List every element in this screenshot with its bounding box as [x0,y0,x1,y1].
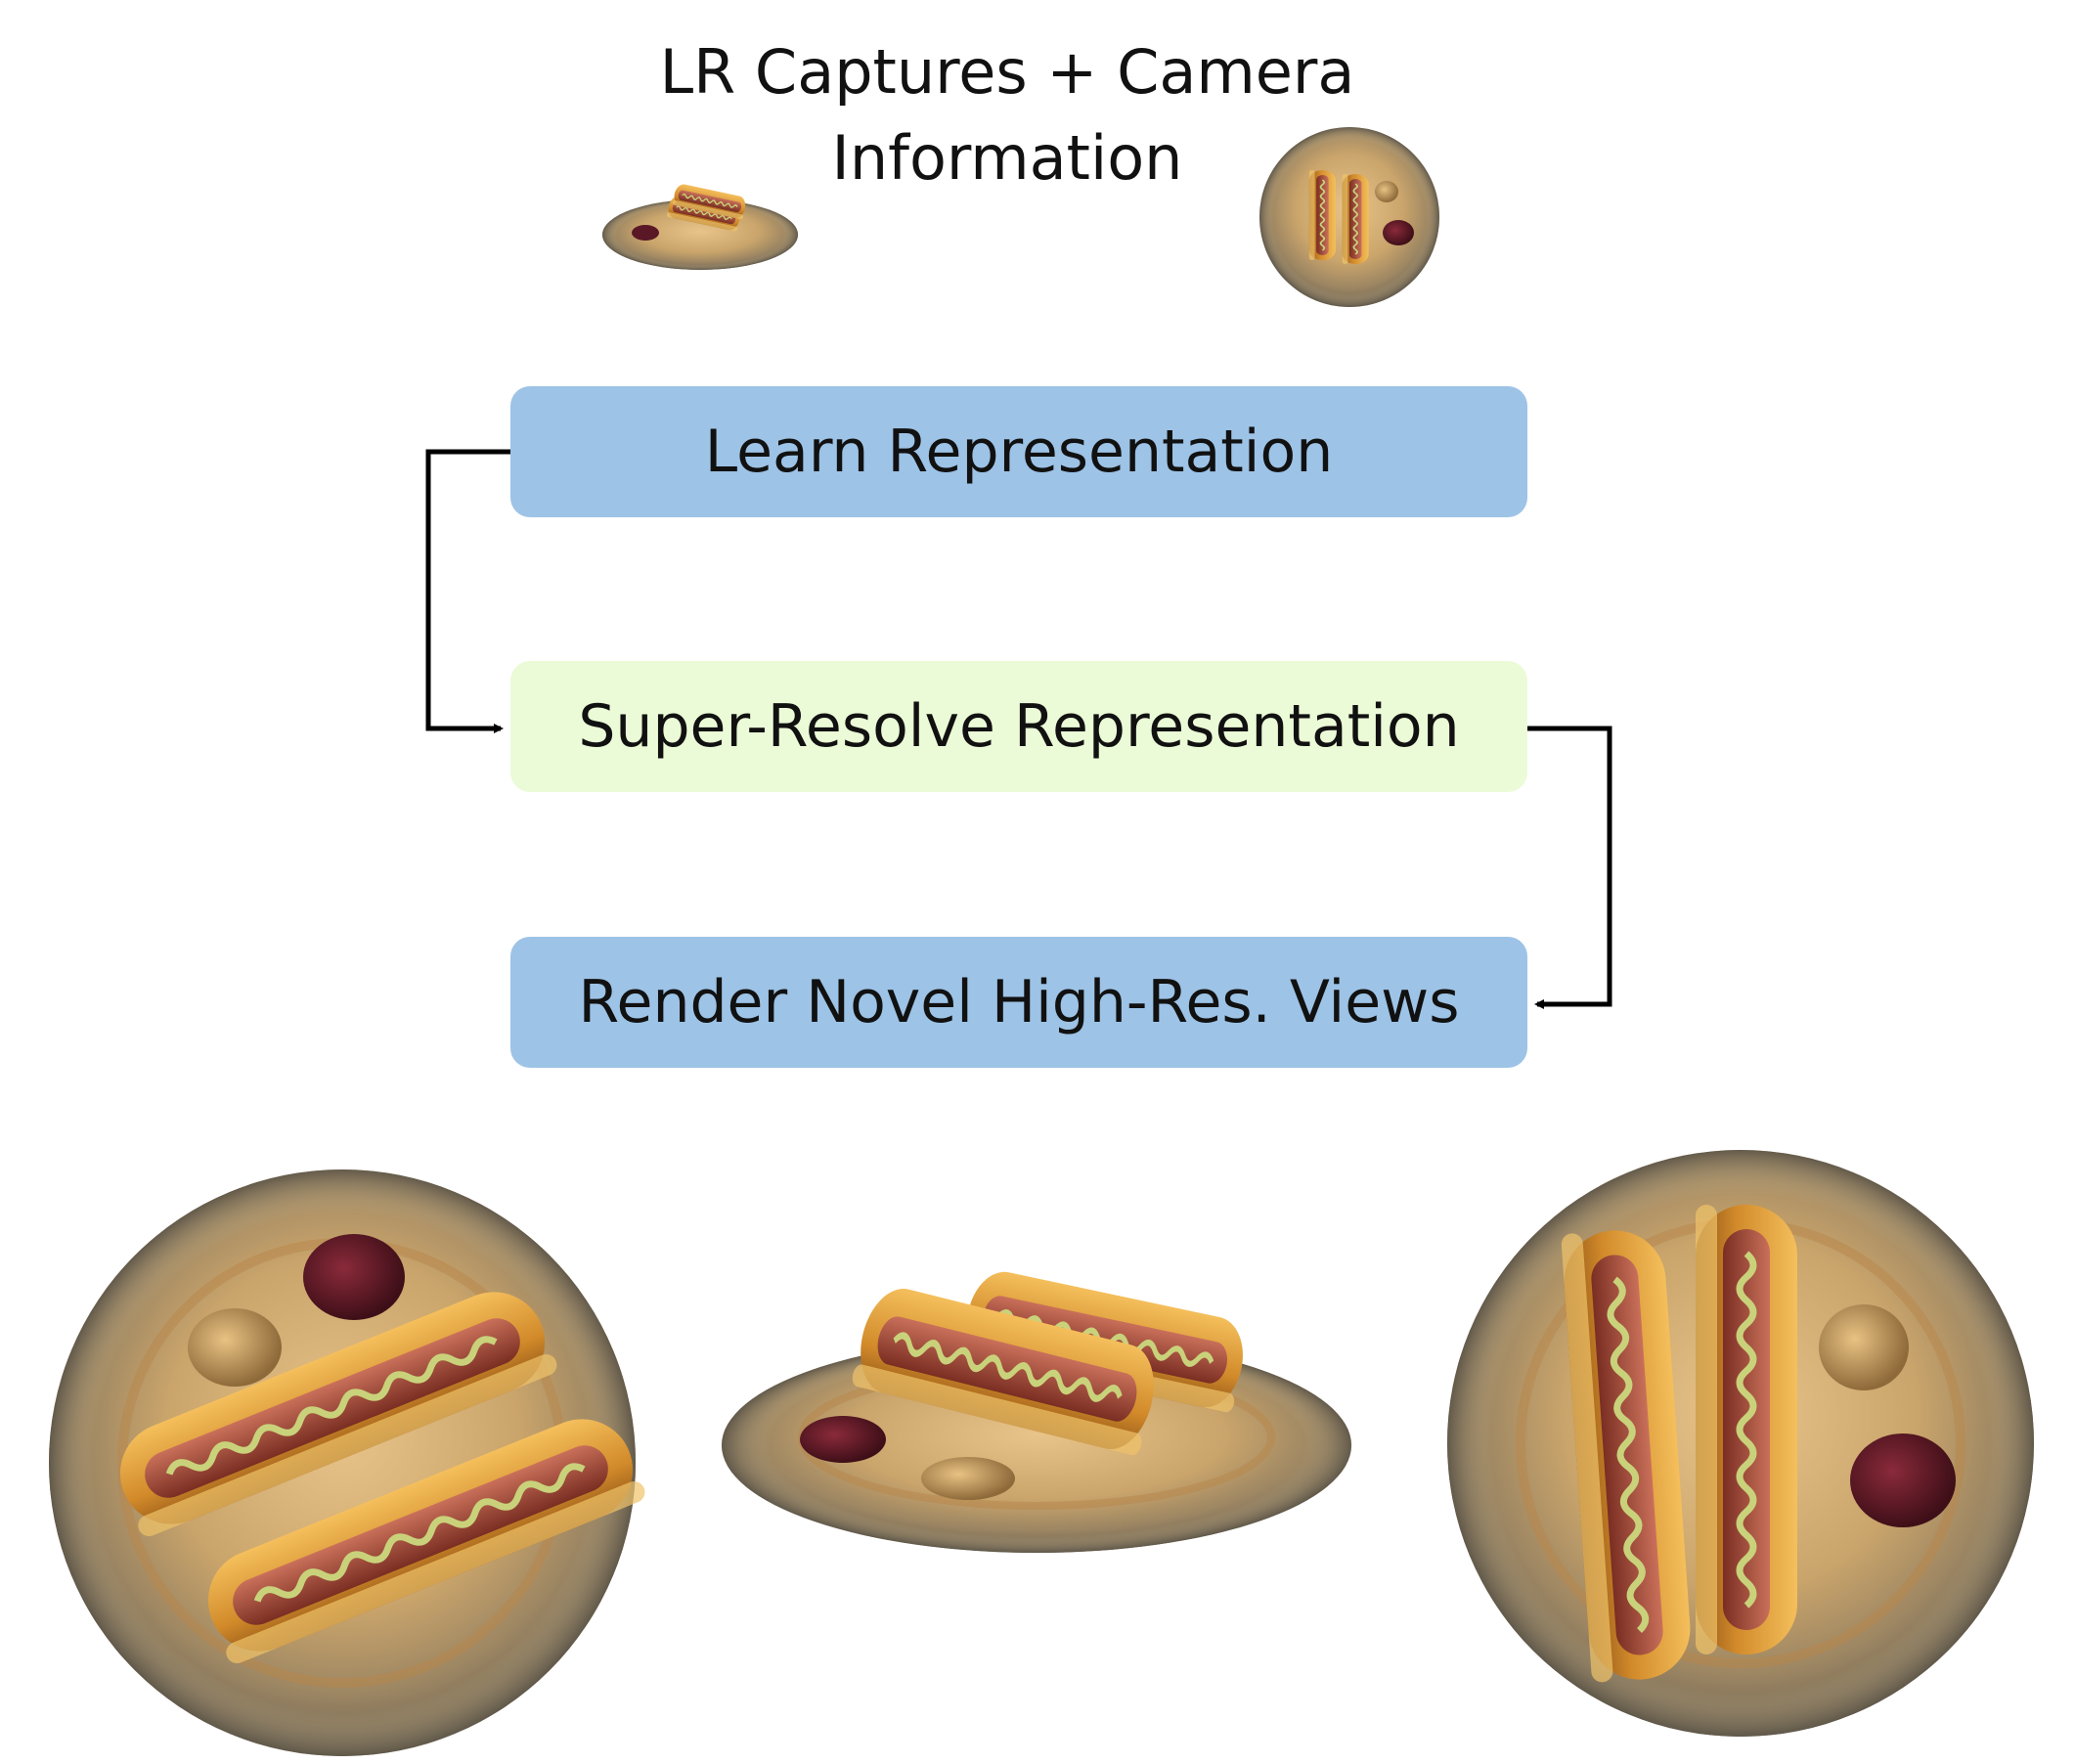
arrow-superres-to-render [1527,726,1612,1009]
arrow-learn-to-superres [425,449,510,733]
high-res-top-view-left-image [49,1169,648,1756]
super-resolve-representation-step: Super-Resolve Representation [510,661,1527,792]
learn-representation-step: Learn Representation [510,386,1527,517]
super-resolve-representation-label: Super-Resolve Representation [578,692,1460,761]
high-res-top-view-right-image [1447,1150,2034,1737]
input-title: LR Captures + Camera Information [659,36,1355,194]
render-novel-views-label: Render Novel High-Res. Views [578,968,1460,1036]
high-res-side-view-image [722,1266,1351,1553]
low-res-top-view-image [1259,127,1439,307]
learn-representation-label: Learn Representation [704,418,1334,486]
low-res-side-view-image [602,182,798,270]
render-novel-views-step: Render Novel High-Res. Views [510,937,1527,1068]
